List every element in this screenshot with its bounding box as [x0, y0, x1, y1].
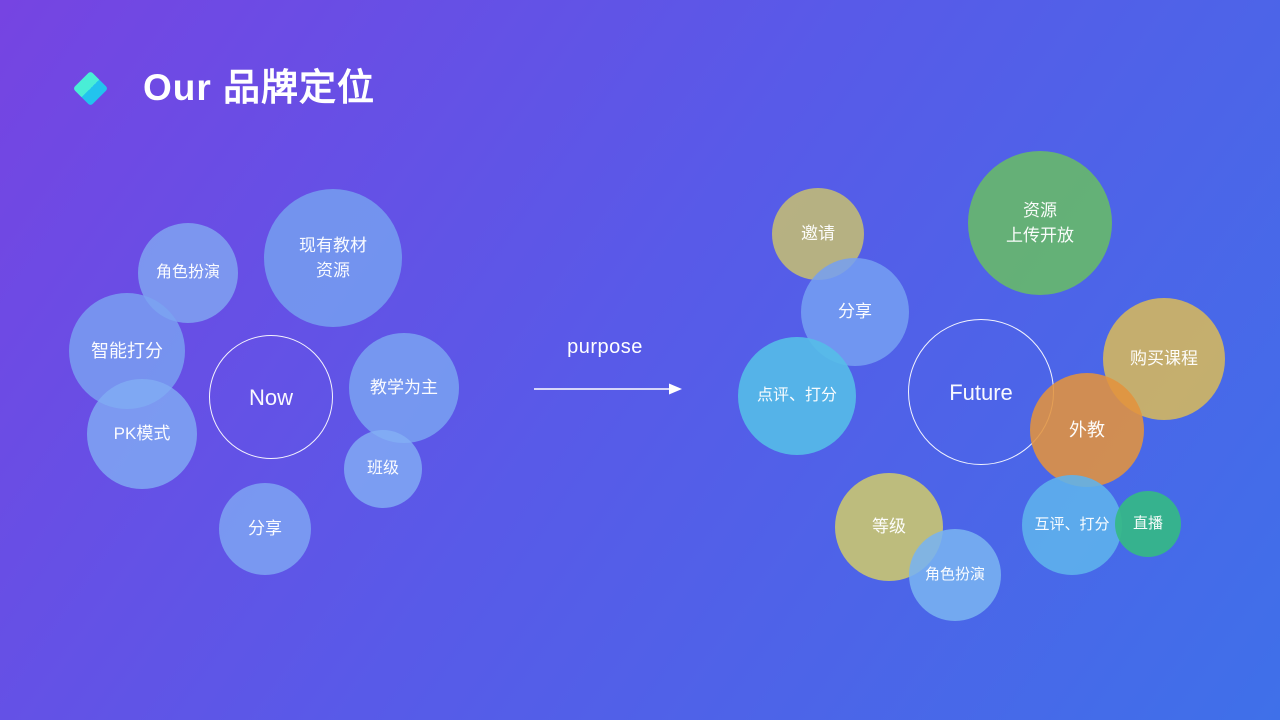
bubble-foreign-teacher: 外教: [1030, 373, 1144, 487]
bubble-class: 班级: [344, 430, 422, 508]
bubble-open-resource-upload: 资源 上传开放: [968, 151, 1112, 295]
bubble-review-scoring: 点评、打分: [738, 337, 856, 455]
slide-header: Our 品牌定位: [72, 67, 376, 109]
bubble-live: 直播: [1115, 491, 1181, 557]
arrow-head-icon: [669, 383, 682, 395]
bubble-pk-mode: PK模式: [87, 379, 197, 489]
bubble-share: 分享: [219, 483, 311, 575]
bubble-teaching-first: 教学为主: [349, 333, 459, 443]
purpose-arrow: [534, 383, 682, 395]
bubble-existing-materials: 现有教材 资源: [264, 189, 402, 327]
bubble-share: 分享: [801, 258, 909, 366]
bubble-now: Now: [209, 335, 333, 459]
slide-title: Our 品牌定位: [143, 67, 376, 108]
bubble-role-play: 角色扮演: [909, 529, 1001, 621]
purpose-label: purpose: [567, 336, 643, 358]
bubble-peer-review-scoring: 互评、打分: [1022, 475, 1122, 575]
